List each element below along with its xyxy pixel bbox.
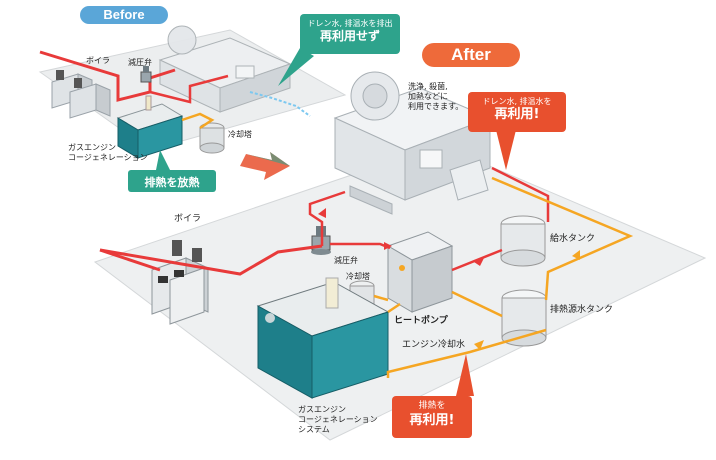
after-drain-callout-big: 再利用! xyxy=(494,107,540,123)
before-valve xyxy=(140,66,152,83)
before-drain-callout-pointer xyxy=(278,48,314,86)
after-heat-callout-small: 排熱を xyxy=(418,401,446,411)
after-drain-callout-small: ドレン水, 排温水を xyxy=(482,97,552,106)
before-heat-callout-pointer xyxy=(156,150,170,170)
before-boiler-unit xyxy=(51,70,111,119)
after-water-tower xyxy=(373,294,389,302)
before-heat-callout: 排熱を放熱 xyxy=(128,170,216,192)
after-machine xyxy=(333,71,492,215)
after-heat-callout-pointer xyxy=(456,354,474,396)
after-cogen-unit xyxy=(256,277,390,399)
heat-pump-unit xyxy=(386,231,454,313)
before-cogen-label: ガスエンジン コージェネレーション xyxy=(68,143,148,162)
source-tank-label: 排熱源水タンク xyxy=(550,305,614,315)
before-steam-pipe xyxy=(39,50,176,102)
after-cogen-label: ガスエンジン コージェネレーション システム xyxy=(298,405,378,434)
after-water-to-pump xyxy=(451,290,503,318)
after-machine-note: 洗浄, 殺菌, 加熱などに 利用できます。 xyxy=(408,82,464,111)
after-heat-callout-big: 再利用! xyxy=(409,412,455,428)
after-tag: After xyxy=(422,43,520,67)
after-drain-return xyxy=(491,166,550,222)
feed-tank-label: 給水タンク xyxy=(550,234,596,244)
after-feed-to-pump xyxy=(451,248,503,272)
after-steam-main xyxy=(99,244,323,276)
after-water-loop-2 xyxy=(386,328,547,378)
after-valve-label: 減圧弁 xyxy=(334,256,358,265)
before-cogen-unit xyxy=(116,95,184,159)
after-water-loop xyxy=(491,176,634,301)
after-boiler-unit xyxy=(151,240,209,325)
engine-cooling-label: エンジン冷却水 xyxy=(402,340,466,350)
after-drain-callout: ドレン水, 排温水を 再利用! xyxy=(468,92,566,132)
after-heat-callout: 排熱を 再利用! xyxy=(392,396,472,438)
before-cooling-tower xyxy=(199,122,225,154)
before-steam-pipe-2 xyxy=(149,74,229,104)
after-boiler-label: ボイラ xyxy=(174,214,202,224)
before-water-pipe xyxy=(181,112,215,130)
before-drain-pipe xyxy=(249,91,311,117)
after-water-to-cogen xyxy=(387,302,401,314)
before-drain-callout-big: 再利用せず xyxy=(319,29,380,44)
transition-arrow xyxy=(240,152,290,180)
after-cooling-tower-label: 冷却塔 xyxy=(346,272,370,281)
heat-pump-label: ヒートポンプ xyxy=(394,316,448,326)
before-heat-callout-text: 排熱を放熱 xyxy=(144,176,200,189)
before-boiler-label: ボイラ xyxy=(86,56,110,65)
after-drain-callout-pointer xyxy=(496,130,516,170)
feed-water-tank xyxy=(500,215,546,267)
before-drain-callout-small: ドレン水, 排温水を排出 xyxy=(307,19,393,28)
before-tag: Before xyxy=(80,6,168,24)
before-valve-label: 減圧弁 xyxy=(128,58,152,67)
before-drain-callout: ドレン水, 排温水を排出 再利用せず xyxy=(300,14,400,54)
after-steam-to-machine xyxy=(308,190,346,246)
before-cooling-tower-label: 冷却塔 xyxy=(228,130,252,139)
after-steam-boiler-drop xyxy=(99,248,161,272)
